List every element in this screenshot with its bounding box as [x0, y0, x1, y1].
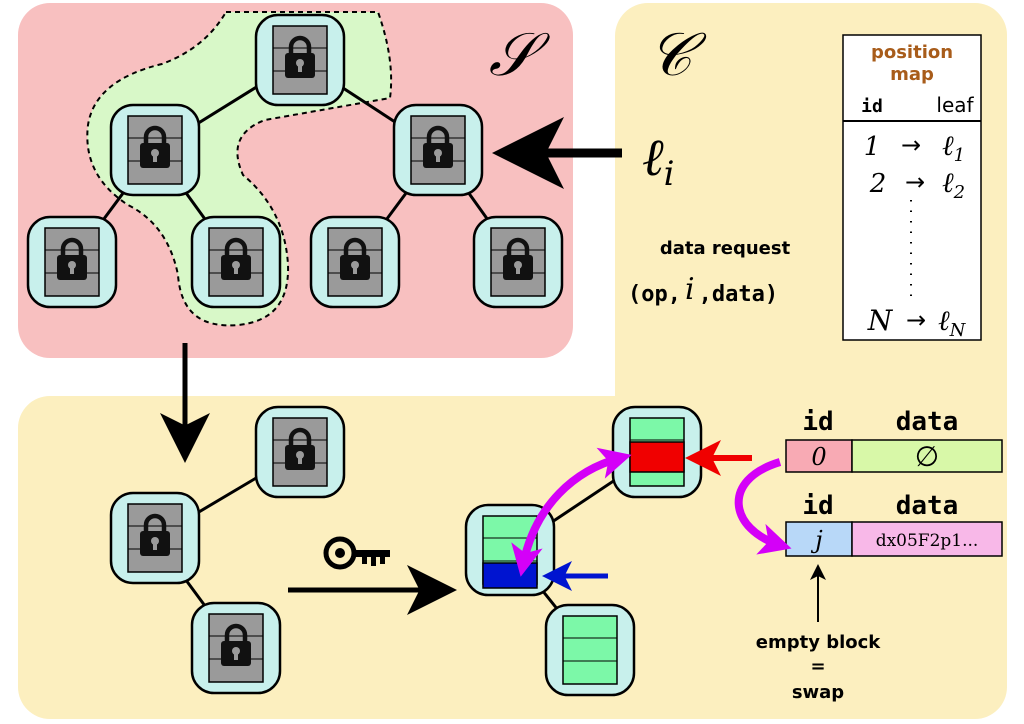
swap-note-line3: swap — [792, 682, 844, 703]
server-leaf-node-1 — [28, 217, 116, 307]
fetched-root-node — [256, 407, 344, 497]
red-target-block — [629, 441, 685, 473]
bottom-col-data: data — [896, 491, 959, 521]
block-table-top: id data 0 ∅ — [785, 407, 1003, 473]
server-leaf-node-4 — [474, 217, 562, 307]
key-icon — [323, 536, 390, 570]
position-map-title-1: position — [871, 42, 953, 63]
map-row-1-id: 1 — [864, 132, 881, 162]
map-row-n-id: N — [867, 304, 894, 337]
swap-note-line2: = — [810, 656, 825, 677]
server-root-node — [256, 15, 344, 105]
map-row-n-arrow: → — [906, 306, 926, 334]
position-map: position map id leaf 1 → ℓ1 2 → ℓ2 N → ℓ… — [842, 34, 982, 341]
swap-note-line1: empty block — [756, 632, 882, 653]
fetched-leaf-node — [192, 603, 280, 693]
top-id-value: 0 — [811, 443, 826, 471]
data-request-tuple: (op,i,data) — [628, 272, 778, 307]
bottom-col-id: id — [802, 491, 833, 521]
table-swap-arrow — [734, 458, 792, 555]
blue-empty-block — [482, 562, 538, 589]
top-col-data: data — [896, 407, 959, 437]
top-data-value: ∅ — [915, 440, 939, 473]
map-row-2-arrow: → — [905, 168, 925, 196]
map-row-1-arrow: → — [901, 131, 921, 159]
map-row-1-leaf: ℓ1 — [942, 129, 965, 166]
block-table-bottom: id data j dx05F2p1... — [785, 491, 1003, 557]
map-row-n-leaf: ℓN — [938, 304, 967, 341]
map-row-2-leaf: ℓ2 — [942, 166, 965, 203]
swap-arrow — [511, 447, 632, 577]
server-left-node — [111, 105, 199, 195]
bottom-data-value: dx05F2p1... — [876, 531, 979, 551]
leaf-label: ℓi — [642, 128, 675, 194]
position-map-title-2: map — [890, 64, 934, 85]
server-leaf-node-2 — [192, 217, 280, 307]
decrypted-leaf-node — [544, 603, 636, 697]
top-col-id: id — [802, 407, 833, 437]
position-map-col-id: id — [861, 96, 883, 117]
fetched-mid-node — [111, 493, 199, 583]
map-row-2-id: 2 — [869, 169, 887, 199]
server-leaf-node-3 — [311, 217, 399, 307]
position-map-col-leaf: leaf — [936, 93, 974, 117]
server-right-node — [394, 105, 482, 195]
data-request-title: data request — [660, 238, 791, 259]
